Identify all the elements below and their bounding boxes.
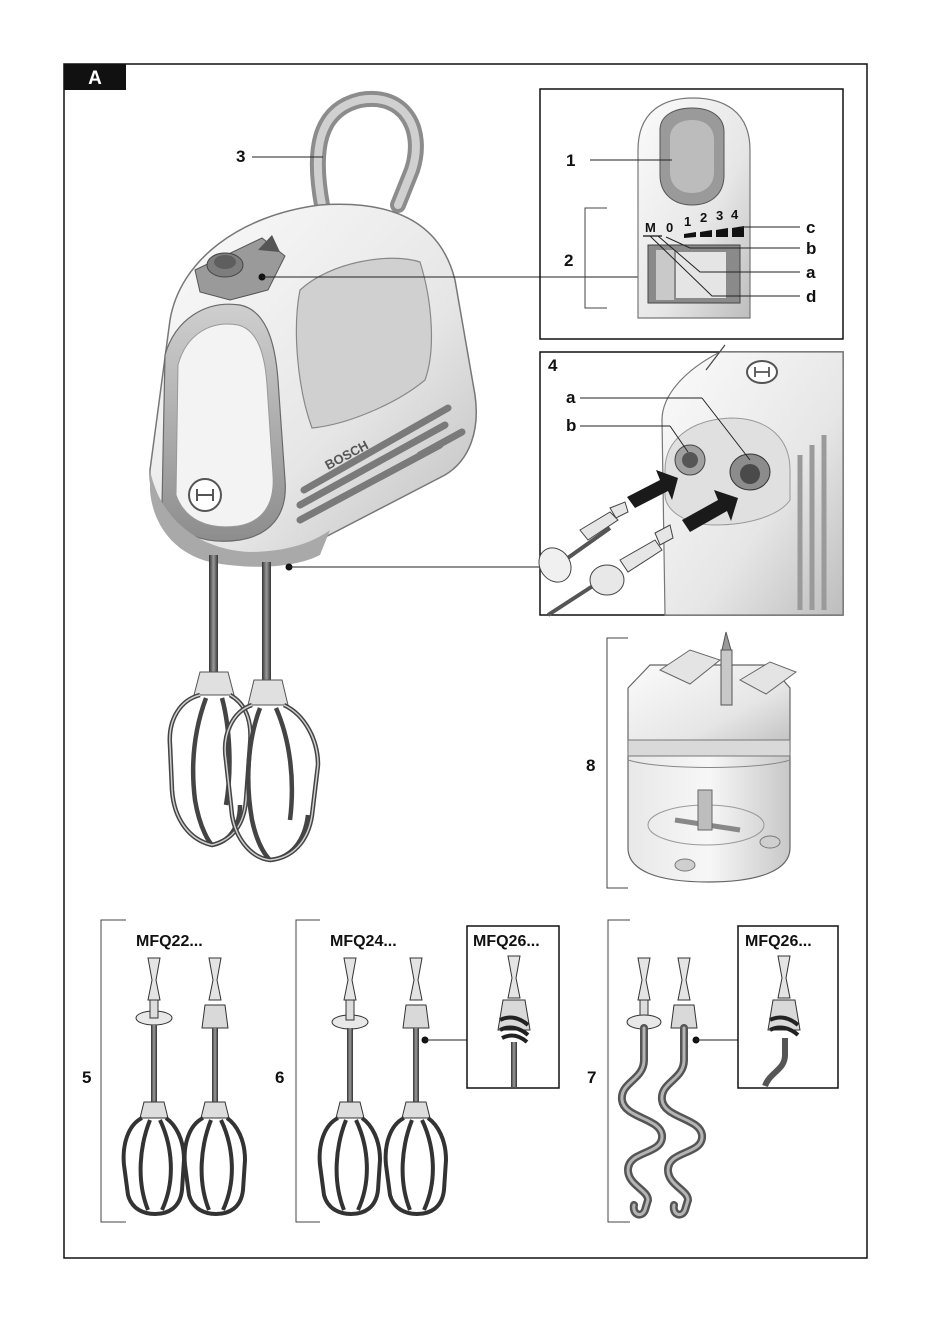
svg-text:A: A [88,68,102,89]
switch-label-d: d [806,287,816,306]
switch-label-a: a [806,263,816,282]
callout-5: 5 [82,1068,91,1087]
model-label-6-inset: MFQ26... [473,933,540,950]
dough-hook-right [662,958,738,1215]
beaters-group-6 [296,920,559,1222]
callout-6: 6 [275,1068,284,1087]
beater-5-right [185,958,245,1214]
hand-mixer: BOSCH [150,99,476,860]
callout-2: 2 [564,251,573,270]
bosch-emblem-small-icon [747,361,777,383]
callout-1: 1 [566,151,575,170]
inset-7 [738,926,838,1088]
dough-hook-left [622,958,662,1215]
beater-6-left [320,958,380,1214]
socket-label-a: a [566,388,576,407]
svg-text:3: 3 [716,208,723,223]
callout-4: 4 [548,356,558,375]
svg-text:4: 4 [731,207,739,222]
socket-detail-panel [532,345,843,615]
inset-6 [467,926,559,1088]
socket-label-b: b [566,416,576,435]
chopper-attachment [607,632,796,888]
callout-3: 3 [236,147,245,166]
callout-8: 8 [586,756,595,775]
switch-detail-panel: M 0 1 2 3 4 [540,89,843,339]
model-label-6: MFQ24... [330,933,397,950]
switch-label-b: b [806,239,816,258]
svg-text:M: M [645,220,656,235]
model-label-5: MFQ22... [136,933,203,950]
callout-7: 7 [587,1068,596,1087]
svg-text:2: 2 [700,210,707,225]
svg-text:0: 0 [666,220,673,235]
model-label-7-inset: MFQ26... [745,933,812,950]
beaters-group-5 [101,920,245,1222]
bosch-emblem-icon [189,479,221,511]
beater-5-left [124,958,184,1214]
beater-6-right [386,958,467,1214]
figure-tag: A [64,64,126,90]
switch-label-c: c [806,218,815,237]
dough-hooks-group-7 [608,920,838,1222]
svg-text:1: 1 [684,214,691,229]
